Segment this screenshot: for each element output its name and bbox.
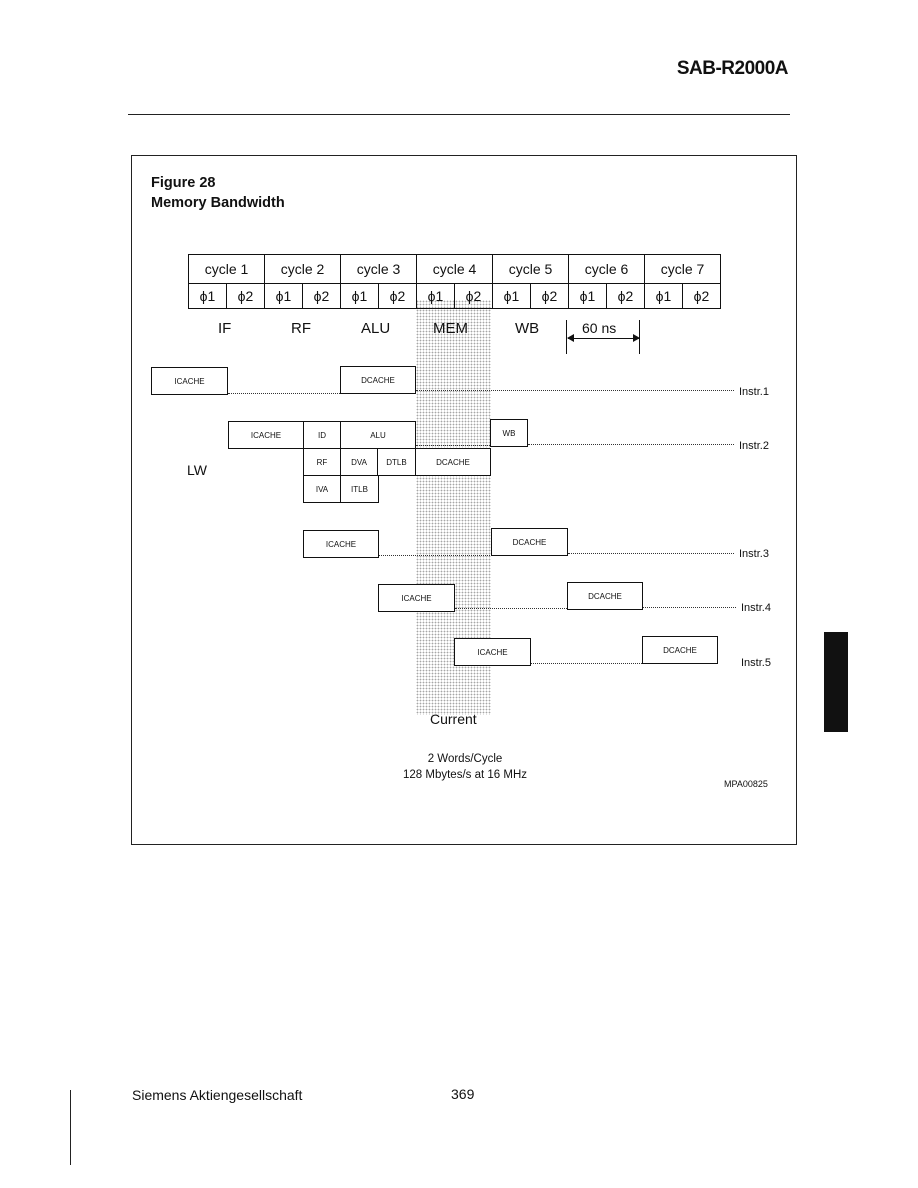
lw-label: LW — [187, 462, 207, 478]
phase-cell: ϕ2 — [606, 283, 645, 309]
dimension-label: 60 ns — [582, 320, 617, 336]
stage-wb-label: WB — [515, 320, 540, 337]
cycle-cell: cycle 4 — [416, 254, 493, 284]
instr1-dcache-block: DCACHE — [340, 366, 416, 394]
stage-mem-label: MEM — [433, 320, 468, 337]
phase-cell: ϕ1 — [644, 283, 683, 309]
instr2-id-block: ID — [303, 421, 341, 449]
figure-number: Figure 28 — [151, 175, 216, 191]
footer-company: Siemens Aktiengesellschaft — [132, 1087, 303, 1103]
phase-cell: ϕ1 — [568, 283, 607, 309]
instr1-timeline — [228, 393, 340, 394]
cycle-cell: cycle 2 — [264, 254, 341, 284]
dimension-arrow-left — [567, 334, 574, 342]
instr2-timeline — [528, 444, 734, 445]
instr3-icache-block: ICACHE — [303, 530, 379, 558]
instr2-icache-block: ICACHE — [228, 421, 304, 449]
cycle-cell: cycle 3 — [340, 254, 417, 284]
instr4-timeline — [643, 607, 736, 608]
phase-cell: ϕ1 — [264, 283, 303, 309]
dimension-line — [568, 338, 639, 339]
instr5-dcache-block: DCACHE — [642, 636, 718, 664]
instr5-timeline — [531, 663, 642, 664]
phase-cell: ϕ1 — [340, 283, 379, 309]
phase-cell: ϕ1 — [492, 283, 531, 309]
instr2-iva-block: IVA — [303, 475, 341, 503]
instr1-label: Instr.1 — [739, 386, 769, 398]
cycle-cell: cycle 7 — [644, 254, 721, 284]
header-rule — [128, 114, 790, 115]
figure-frame — [131, 155, 797, 845]
instr2-dcache-block: DCACHE — [415, 448, 491, 476]
instr3-dcache-block: DCACHE — [491, 528, 568, 556]
cycle-row: cycle 1 cycle 2 cycle 3 cycle 4 cycle 5 … — [188, 254, 721, 284]
document-title: SAB-R2000A — [676, 58, 789, 79]
instr5-icache-block: ICACHE — [454, 638, 531, 666]
instr2-dva-block: DVA — [340, 448, 378, 476]
cycle-cell: cycle 6 — [568, 254, 645, 284]
instr3-timeline — [379, 555, 490, 556]
dimension-arrow-right — [633, 334, 640, 342]
instr3-timeline — [568, 553, 734, 554]
phase-cell: ϕ2 — [378, 283, 417, 309]
phase-cell: ϕ2 — [530, 283, 569, 309]
current-label: Current — [430, 711, 477, 727]
stage-rf-label: RF — [291, 320, 311, 337]
phase-cell: ϕ2 — [454, 283, 493, 309]
margin-rule — [70, 1090, 71, 1165]
phase-cell: ϕ2 — [682, 283, 721, 309]
instr2-rf-block: RF — [303, 448, 341, 476]
cycle-table: cycle 1 cycle 2 cycle 3 cycle 4 cycle 5 … — [188, 254, 721, 309]
instr2-itlb-block: ITLB — [340, 475, 379, 503]
instr4-timeline — [455, 608, 567, 609]
instr2-label: Instr.2 — [739, 440, 769, 452]
page-number: 369 — [451, 1086, 475, 1102]
instr4-dcache-block: DCACHE — [567, 582, 643, 610]
instr1-timeline — [416, 390, 734, 391]
phase-cell: ϕ1 — [416, 283, 455, 309]
phase-row: ϕ1 ϕ2 ϕ1 ϕ2 ϕ1 ϕ2 ϕ1 ϕ2 ϕ1 ϕ2 ϕ1 ϕ2 ϕ1 ϕ… — [188, 283, 721, 309]
instr2-timeline — [416, 445, 490, 446]
instr4-label: Instr.4 — [741, 602, 771, 614]
stage-if-label: IF — [218, 320, 232, 337]
figure-caption: Memory Bandwidth — [151, 195, 285, 211]
phase-cell: ϕ2 — [226, 283, 265, 309]
page-edge-tab-marker — [824, 632, 848, 732]
instr2-alu-block: ALU — [340, 421, 416, 449]
instr1-icache-block: ICACHE — [151, 367, 228, 395]
instr4-icache-block: ICACHE — [378, 584, 455, 612]
instr3-label: Instr.3 — [739, 548, 769, 560]
cycle-cell: cycle 5 — [492, 254, 569, 284]
instr2-dtlb-block: DTLB — [377, 448, 416, 476]
instr2-wb-block: WB — [490, 419, 528, 447]
phase-cell: ϕ2 — [302, 283, 341, 309]
bandwidth-summary-line1: 2 Words/Cycle — [427, 753, 503, 765]
cycle-cell: cycle 1 — [188, 254, 265, 284]
bandwidth-summary-line2: 128 Mbytes/s at 16 MHz — [403, 769, 527, 781]
figure-code: MPA00825 — [724, 779, 768, 789]
phase-cell: ϕ1 — [188, 283, 227, 309]
instr5-label: Instr.5 — [741, 657, 771, 669]
dimension-tick-left — [566, 320, 567, 354]
stage-alu-label: ALU — [361, 320, 391, 337]
